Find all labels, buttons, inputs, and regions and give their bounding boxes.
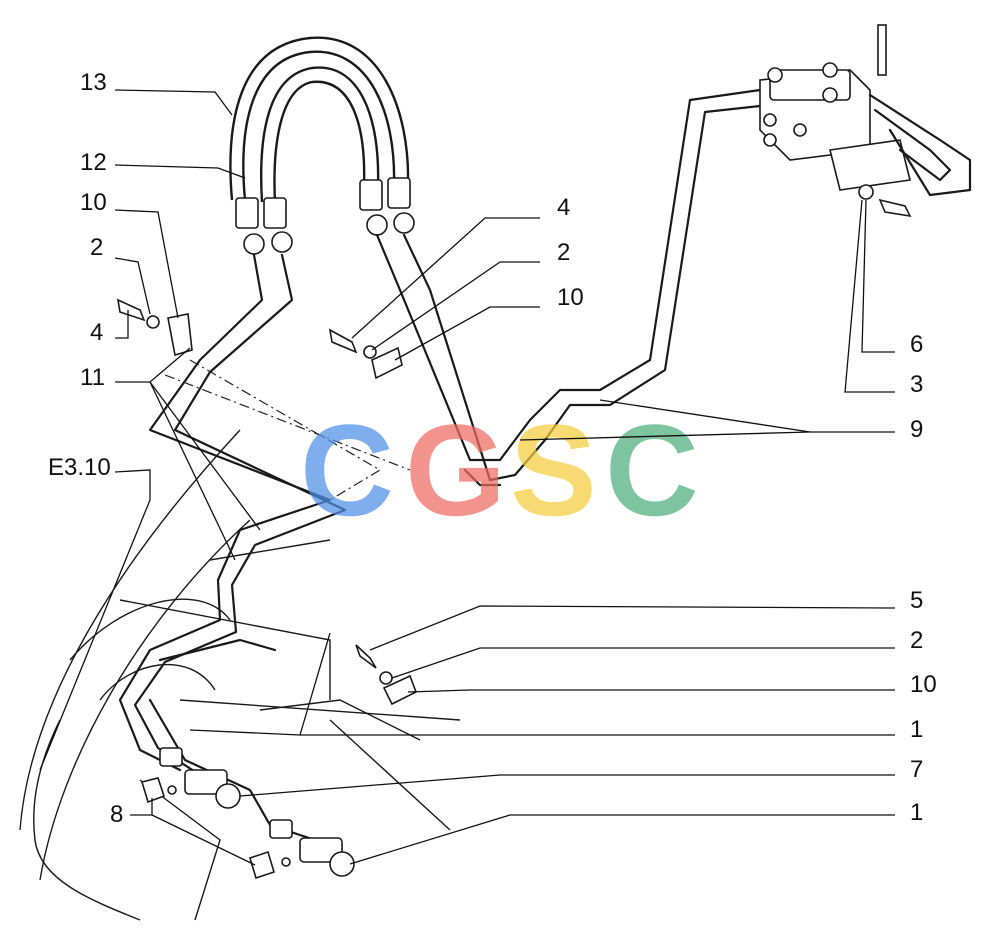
coupler bbox=[329, 851, 355, 877]
callout-5: 5 bbox=[910, 587, 923, 614]
union-nut bbox=[159, 747, 183, 767]
hose-fitting bbox=[235, 197, 259, 229]
watermark-letter: C bbox=[300, 397, 394, 543]
bolt bbox=[355, 644, 377, 669]
adapter bbox=[299, 837, 343, 863]
clamp bbox=[167, 313, 193, 357]
hose-fitting bbox=[387, 177, 411, 209]
callout-10: 10 bbox=[910, 671, 937, 698]
washer bbox=[146, 315, 160, 329]
right-rigid-pipes-9 bbox=[375, 88, 762, 487]
clamp-bolt-left bbox=[116, 298, 193, 357]
washer bbox=[858, 184, 874, 200]
callout-2: 2 bbox=[910, 627, 923, 654]
left-rigid-pipes bbox=[118, 253, 347, 847]
dash-dot-guides bbox=[164, 359, 411, 501]
clamp-bolt-middle bbox=[328, 328, 403, 380]
adapter bbox=[184, 769, 228, 795]
callout-4: 4 bbox=[90, 319, 103, 346]
callout-9: 9 bbox=[910, 416, 923, 443]
callout-3: 3 bbox=[910, 371, 923, 398]
cap-nut bbox=[249, 850, 275, 880]
coupler bbox=[215, 783, 241, 809]
ball bbox=[281, 857, 291, 867]
callout-2: 2 bbox=[90, 234, 103, 261]
control-valve bbox=[759, 24, 972, 218]
cap-nut bbox=[140, 777, 166, 804]
union-nut bbox=[393, 212, 415, 234]
union-nut bbox=[243, 233, 265, 255]
callout-11: 11 bbox=[80, 364, 105, 391]
clamp-bolt-lower bbox=[355, 644, 418, 706]
bolt bbox=[328, 328, 358, 354]
callout-labels: 13 12 10 2 4 11 E3.10 4 2 10 6 3 9 5 2 1… bbox=[48, 69, 937, 828]
watermark-letter: S bbox=[510, 397, 597, 543]
bolt bbox=[878, 198, 912, 218]
callout-12: 12 bbox=[80, 149, 107, 176]
cgsc-watermark: C G S C bbox=[300, 397, 699, 543]
clamp bbox=[371, 346, 403, 380]
ball bbox=[167, 785, 177, 795]
hose-fitting bbox=[263, 197, 287, 229]
washer bbox=[379, 671, 393, 685]
callout-10: 10 bbox=[80, 189, 107, 216]
union-nut bbox=[366, 214, 388, 236]
callout-2: 2 bbox=[557, 239, 570, 266]
callout-6: 6 bbox=[910, 331, 923, 358]
callout-13: 13 bbox=[80, 69, 107, 96]
leader-lines bbox=[39, 89, 896, 866]
bolt bbox=[116, 298, 146, 322]
callout-1: 1 bbox=[910, 716, 923, 743]
callout-1: 1 bbox=[910, 799, 923, 826]
callout-8: 8 bbox=[110, 801, 123, 828]
hose-fitting bbox=[359, 179, 383, 211]
watermark-letter: G bbox=[405, 397, 506, 543]
union-nut bbox=[271, 231, 293, 253]
hose-pair bbox=[229, 36, 415, 255]
watermark-letter: C bbox=[605, 397, 699, 543]
union-nut bbox=[269, 819, 293, 839]
callout-7: 7 bbox=[910, 756, 923, 783]
callout-e3-10: E3.10 bbox=[48, 454, 111, 481]
callout-4: 4 bbox=[557, 194, 570, 221]
callout-10: 10 bbox=[557, 284, 584, 311]
